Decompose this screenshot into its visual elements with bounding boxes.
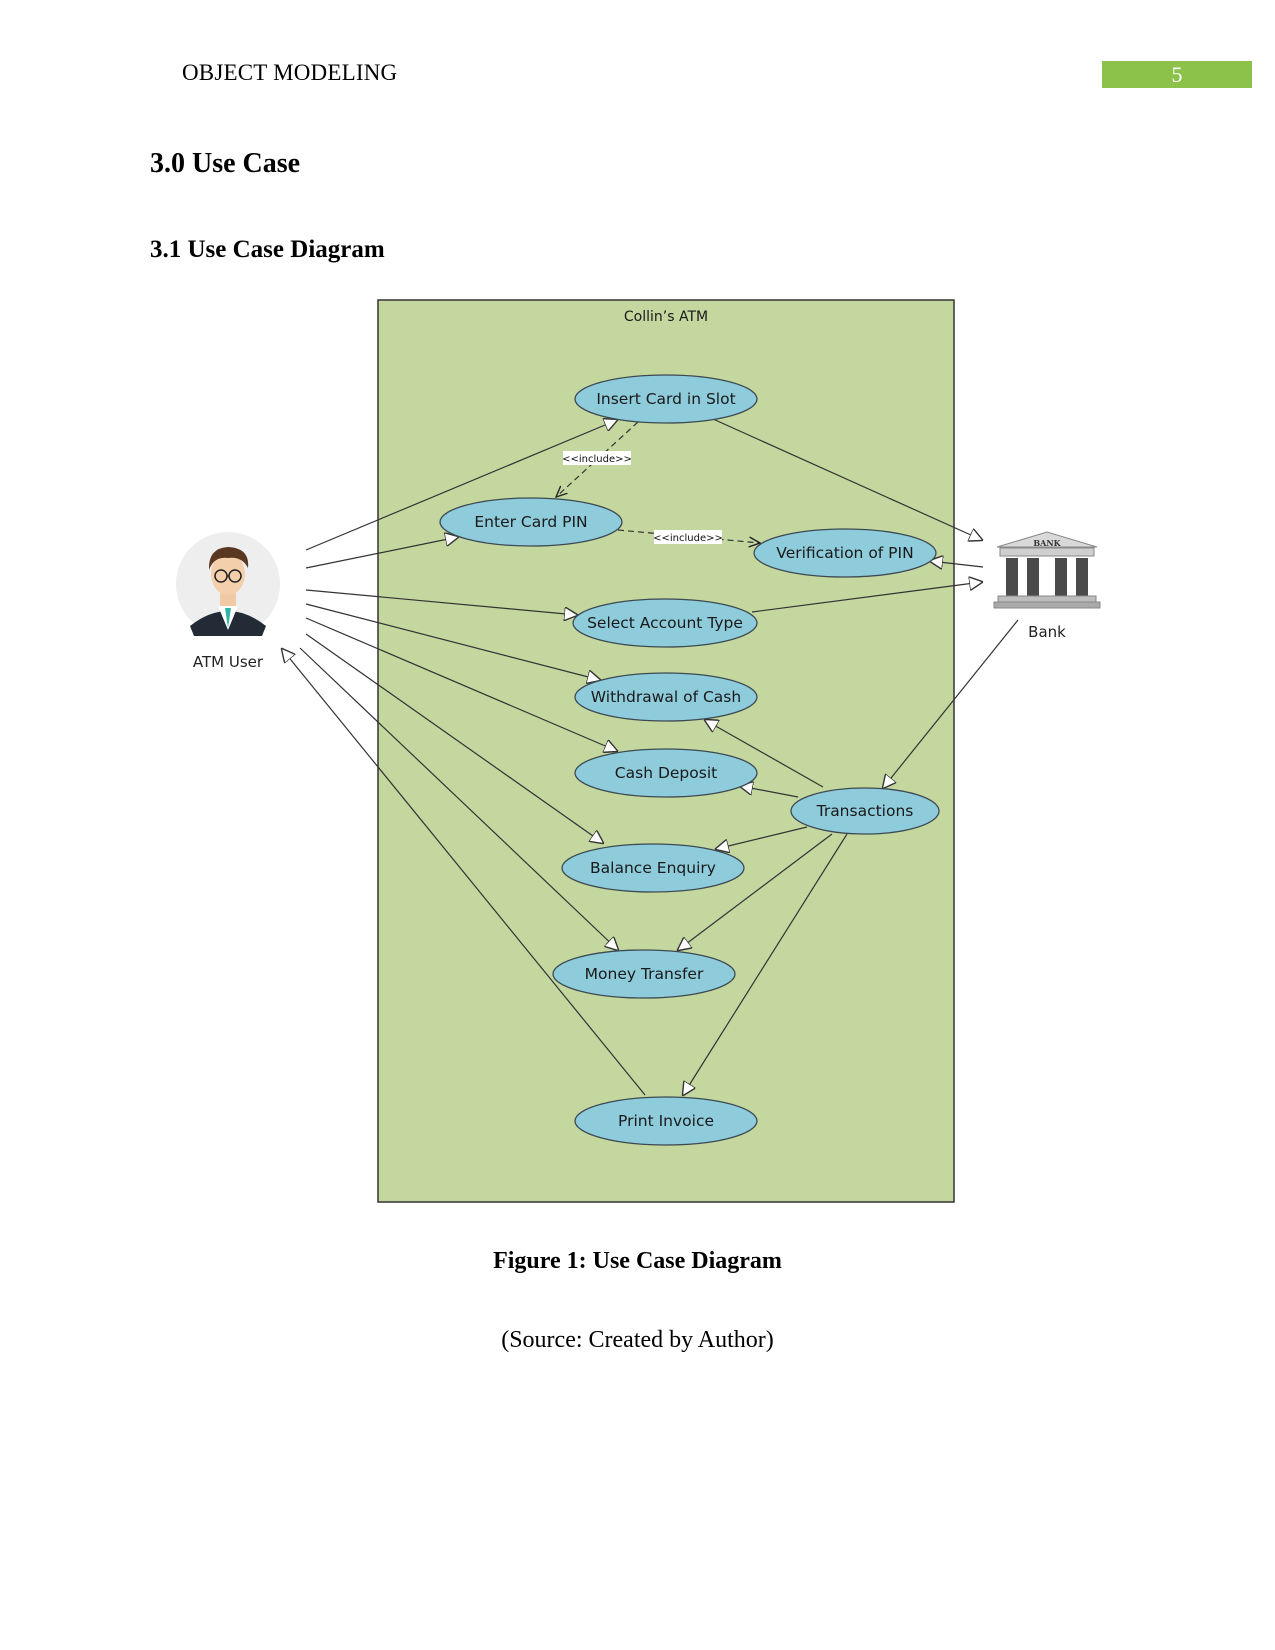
uc-transfer [552,949,736,999]
uc-insert-card [574,374,758,424]
uc-balance [561,843,745,893]
uc-verify-pin-label: Verification of PIN [776,544,913,562]
use-cases [439,374,940,1146]
edge-transactions-transfer [678,833,833,950]
uc-deposit [574,748,758,798]
figure-source: (Source: Created by Author) [501,1327,774,1353]
edge-user-deposit [305,617,617,751]
uc-select-account-label: Select Account Type [587,614,743,632]
uc-enter-pin-label: Enter Card PIN [474,513,587,531]
uc-transactions-label: Transactions [816,802,914,820]
edge-transactions-withdrawal [705,720,824,788]
edge-user-transfer [299,647,618,950]
bank-sign: BANK [1033,538,1061,548]
include-label-2: <<include>> [653,533,723,544]
system-name: Collin’s ATM [624,309,708,325]
edge-transactions-deposit [740,786,799,798]
edge-select-account-bank [751,582,982,613]
uc-enter-pin [439,497,623,547]
uc-transfer-label: Money Transfer [585,965,704,983]
include-label-1: <<include>> [562,454,632,465]
uc-transactions [790,787,940,835]
uc-select-account [572,598,758,648]
uc-balance-label: Balance Enquiry [590,859,716,877]
edge-user-select-account [305,589,577,615]
edge-user-withdrawal [305,603,600,680]
edge-bank-verify-pin [930,561,984,567]
connectors [282,418,1019,1096]
edge-user-balance [305,633,603,843]
edge-transactions-balance [716,826,808,849]
uc-withdrawal-label: Withdrawal of Cash [591,688,741,706]
figure-caption: Figure 1: Use Case Diagram [493,1248,782,1274]
uc-verify-pin [753,528,937,578]
atm-user-label: ATM User [193,653,264,671]
section-heading: 3.0 Use Case [150,148,301,179]
edge-bank-transactions [883,619,1019,788]
edge-user-enter-pin [305,537,458,569]
subsection-heading: 3.1 Use Case Diagram [150,236,385,263]
uc-deposit-label: Cash Deposit [615,764,717,782]
edge-transactions-print [683,833,848,1095]
uc-withdrawal [574,672,758,722]
bank-label: Bank [1028,623,1066,641]
atm-user-avatar-icon [176,532,280,636]
uc-print-invoice [574,1096,758,1146]
edge-user-insert-card [305,420,617,551]
uc-insert-card-label: Insert Card in Slot [596,390,735,408]
page-number: 5 [1102,61,1252,88]
edge-print-to-user [282,649,646,1096]
bank-icon: BANK [993,531,1101,609]
running-header: OBJECT MODELING [182,60,398,85]
uc-print-invoice-label: Print Invoice [618,1112,714,1130]
edge-insert-card-bank [712,418,982,540]
